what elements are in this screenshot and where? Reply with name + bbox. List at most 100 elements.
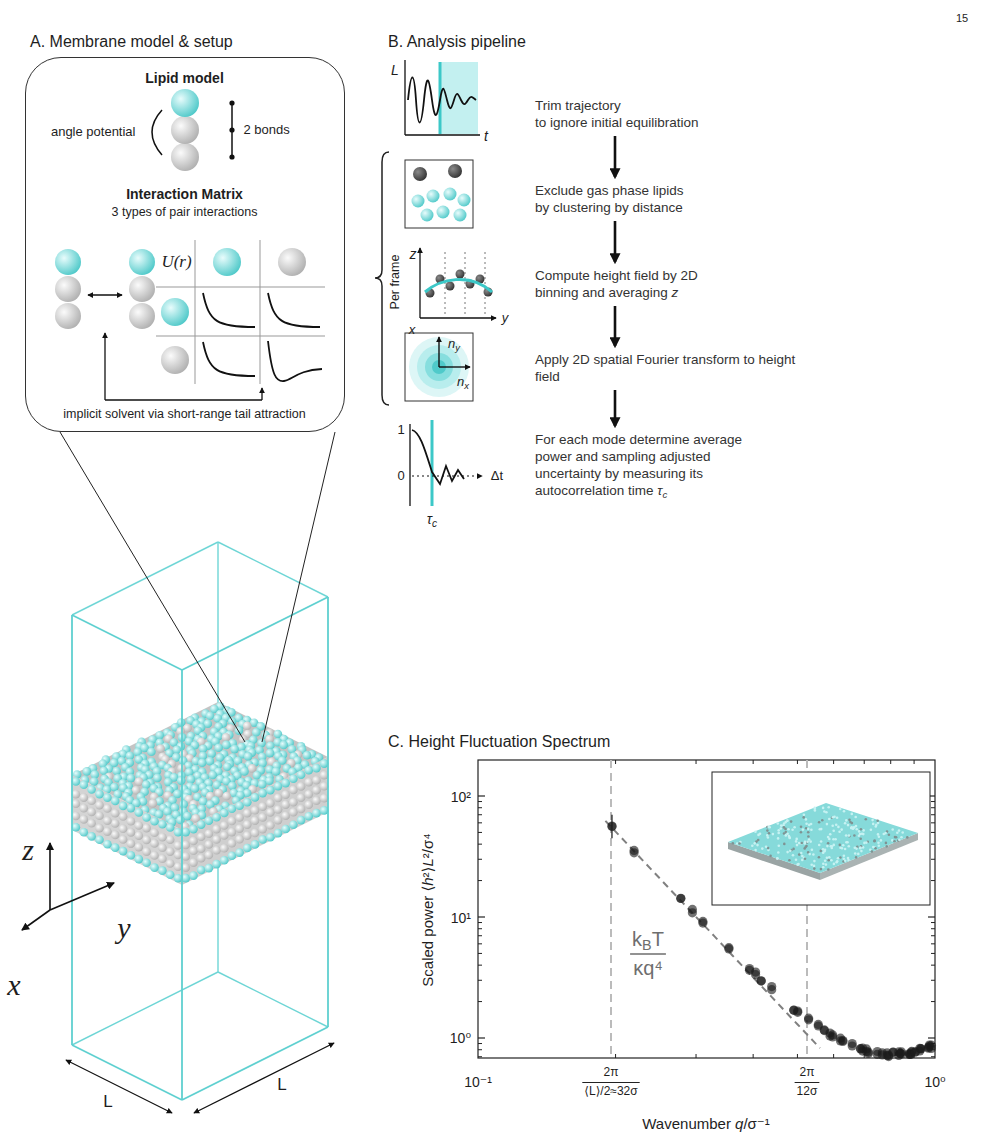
text-line: Wavenumber q/σ⁻¹: [642, 1115, 770, 1132]
inset-bead: [820, 850, 823, 853]
lipid-bead: [111, 809, 120, 818]
inset-bead: [835, 861, 838, 864]
minor-tick: [478, 928, 482, 929]
lipid-bead: [166, 823, 175, 832]
inset-bead: [847, 824, 850, 827]
lipid-bead: [142, 824, 151, 833]
lipid-bead: [274, 782, 283, 791]
inset-bead: [801, 842, 804, 845]
inset-bead: [871, 850, 874, 853]
inset-bead: [822, 807, 825, 810]
inset-bead: [854, 852, 857, 855]
lipid-bead: [312, 764, 321, 773]
inset-bead: [828, 818, 831, 821]
minor-tick: [478, 844, 482, 845]
lipid-bead: [266, 833, 275, 842]
major-tick: [928, 1037, 935, 1038]
minor-tick: [478, 1001, 482, 1002]
inset-bead: [826, 845, 829, 848]
inset-bead: [836, 816, 839, 819]
inset-bead: [833, 863, 836, 866]
data-point: [927, 1044, 936, 1053]
lipid-bead: [153, 774, 162, 783]
data-point: [757, 976, 766, 985]
pipeline-step: For each mode determine average power an…: [535, 431, 742, 500]
fraction-bar: [582, 1082, 639, 1083]
flow-arrow: [614, 390, 617, 426]
text-line: to ignore initial equilibration: [535, 114, 699, 131]
lipid-bead: [312, 809, 321, 818]
lipid-bead: [166, 835, 175, 844]
lipid-bead: [135, 821, 144, 830]
lipid-bead: [158, 833, 167, 842]
lipid-pair: [55, 249, 155, 329]
lipid-bead: [166, 859, 175, 868]
inset-bead: [789, 850, 792, 853]
inset-membrane: [732, 806, 909, 871]
axis-label: x: [409, 323, 416, 338]
minor-tick: [931, 807, 935, 808]
lipid-bead: [228, 817, 237, 826]
minor-tick: [478, 965, 482, 966]
lipid-bead: [258, 802, 267, 811]
inset-bead: [736, 842, 739, 845]
lipid-bead: [95, 801, 104, 810]
inset-bead: [862, 829, 865, 832]
lipid-bead: [80, 793, 89, 802]
inset-bead: [839, 856, 842, 859]
lipid-bead: [158, 844, 167, 853]
step-text: Compute height field by 2D binning and a…: [535, 267, 698, 301]
lipid-bead: [274, 794, 283, 803]
major-tick: [478, 1037, 485, 1038]
inset-bead: [831, 816, 834, 819]
inset-bead: [844, 848, 847, 851]
lipid-bead: [111, 797, 120, 806]
lipid-bead: [235, 848, 244, 857]
inset-bead: [860, 850, 863, 853]
inset-bead: [829, 833, 832, 836]
inset-bead: [839, 808, 842, 811]
lipid-bead: [243, 798, 252, 807]
text-line: binning and averaging z: [535, 284, 698, 301]
text-line: 10⁻¹: [464, 1074, 492, 1090]
text-line: kBT: [632, 928, 664, 950]
data-point: [804, 1015, 813, 1024]
lipid-bead: [228, 828, 237, 837]
lipid-bead: [127, 804, 136, 813]
inset-bead: [845, 834, 848, 837]
minor-tick: [864, 760, 865, 764]
inset-bead: [839, 844, 842, 847]
lipid-bead: [279, 741, 288, 750]
annotation: angle potential: [51, 124, 136, 139]
text-line: 2π: [800, 1065, 815, 1079]
minor-tick: [696, 1054, 697, 1058]
inset-bead: [844, 822, 847, 825]
lipid-bead: [127, 817, 136, 826]
lipid-bead: [305, 766, 314, 775]
data-point: [607, 822, 616, 831]
text-line: 3 types of pair interactions: [112, 205, 258, 219]
inset-bead: [790, 820, 793, 823]
lipid-bead: [163, 807, 172, 816]
simulation-box-front: [72, 597, 328, 1100]
minor-tick: [914, 760, 915, 764]
flow-arrow: [614, 136, 617, 177]
lipid-bead: [235, 835, 244, 844]
inset-bead: [827, 842, 830, 845]
lipid-bead: [228, 805, 237, 814]
inset-bead: [870, 829, 873, 832]
inset-bead: [859, 846, 862, 849]
inset-bead: [780, 824, 783, 827]
inset-bead: [848, 834, 851, 837]
minor-tick: [931, 1056, 935, 1057]
inset-bead: [832, 829, 835, 832]
lipid-bead: [135, 831, 144, 840]
inset-bead: [808, 853, 811, 856]
tick-label: 10¹: [451, 910, 471, 926]
inset-bead: [855, 825, 858, 828]
minor-tick: [931, 832, 935, 833]
step-text: Trim trajectory to ignore initial equili…: [535, 97, 699, 131]
inset-bead: [906, 836, 909, 839]
inset-bead: [851, 813, 854, 816]
minor-tick: [478, 1049, 482, 1050]
